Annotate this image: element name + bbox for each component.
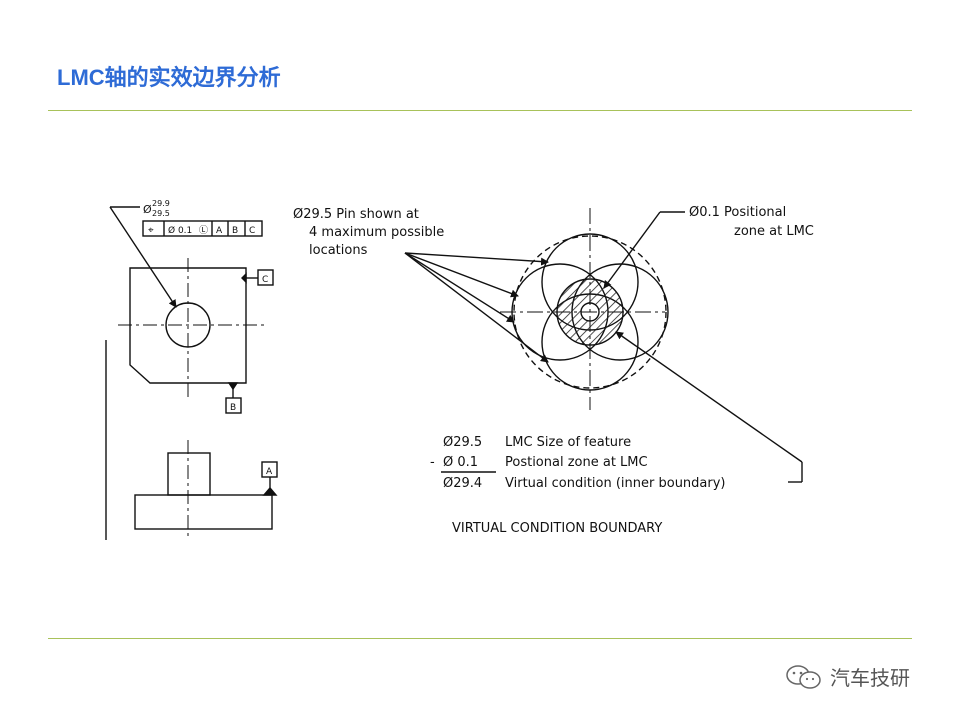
calc-label-3: Virtual condition (inner boundary) (505, 476, 726, 491)
calc-value-2: Ø 0.1 (443, 455, 478, 470)
fcf-tolerance: Ø 0.1 (168, 225, 192, 236)
calc-value-1: Ø29.5 (443, 435, 482, 450)
dim-upper-limit: 29.9 (152, 199, 170, 208)
zone-note-line2: zone at LMC (734, 224, 814, 239)
feature-control-frame (142, 220, 263, 237)
top-divider (48, 110, 912, 111)
watermark: 汽车技研 (784, 662, 910, 691)
fcf-datum-c: C (249, 226, 255, 236)
bottom-divider (48, 638, 912, 639)
datum-c-box (257, 269, 274, 286)
fcf-datum-a: A (216, 226, 223, 236)
zone-note-line1: Ø0.1 Positional (689, 205, 786, 220)
pin-note-line1: Ø29.5 Pin shown at (293, 207, 419, 222)
datum-a-label: A (266, 467, 273, 477)
calc-label-1: LMC Size of feature (505, 435, 631, 450)
lmc-modifier-icon: Ⓛ (199, 225, 208, 236)
datum-c-label: C (262, 275, 268, 285)
part-top-view (129, 267, 247, 384)
fcf-datum-b: B (232, 226, 238, 236)
calc-value-3: Ø29.4 (443, 476, 482, 491)
pin-note-line2: 4 maximum possible (309, 225, 444, 240)
slide-title: LMC轴的实效边界分析 (57, 65, 281, 90)
base-side-view (134, 494, 273, 530)
datum-b-box (225, 397, 242, 414)
calc-prefix-2: - (430, 455, 435, 470)
diagram-caption: VIRTUAL CONDITION BOUNDARY (452, 521, 662, 536)
dim-diameter-symbol: Ø (143, 203, 152, 216)
calc-label-2: Postional zone at LMC (505, 455, 648, 470)
pin-note-line3: locations (309, 243, 368, 258)
dim-leader (109, 206, 177, 308)
watermark-text: 汽车技研 (830, 666, 910, 690)
wechat-icon (786, 664, 821, 689)
datum-b-label: B (230, 403, 236, 413)
dim-lower-limit: 29.5 (152, 209, 170, 218)
pin-side-view (167, 452, 211, 496)
position-symbol-icon: ⌖ (148, 225, 154, 236)
outer-boundary-circle (513, 235, 667, 389)
